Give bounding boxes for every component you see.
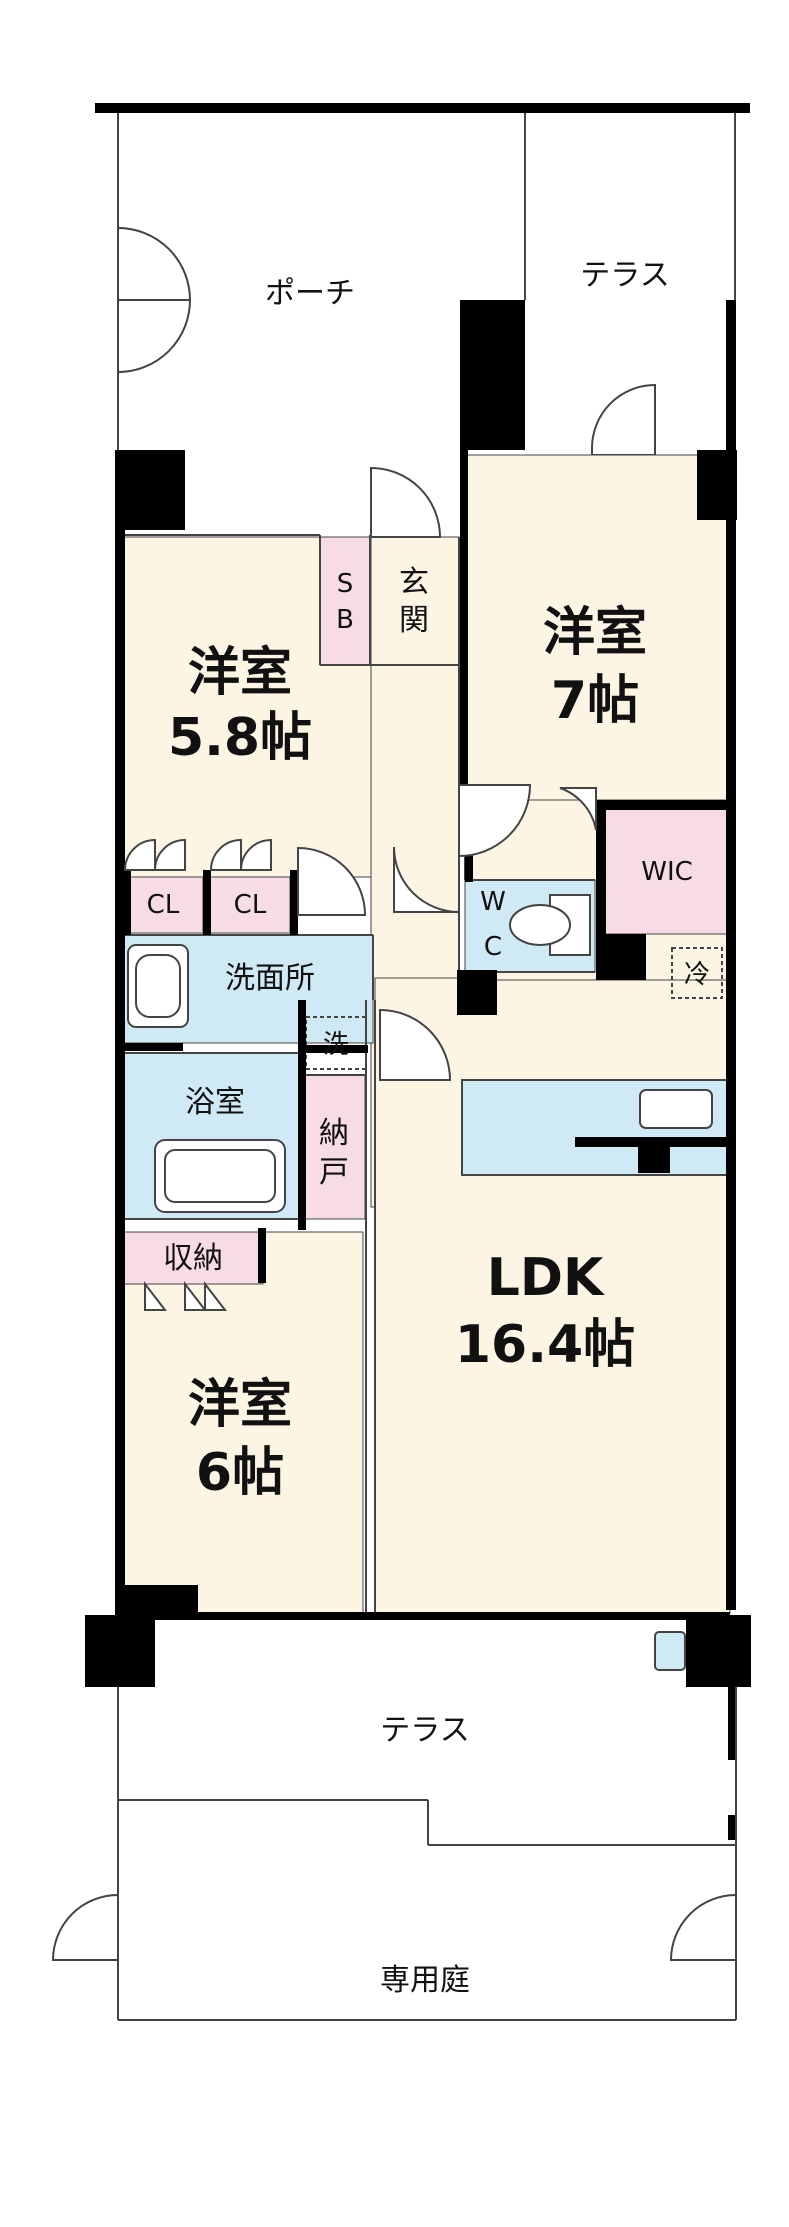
label-ldk-1: LDK bbox=[487, 1248, 605, 1308]
label-washroom: 洗面所 bbox=[225, 961, 315, 996]
label-bath: 浴室 bbox=[185, 1085, 245, 1120]
doors bbox=[51, 466, 737, 1961]
label-western-58-2: 5.8帖 bbox=[168, 708, 312, 768]
label-wc-1: W bbox=[480, 887, 506, 917]
walls bbox=[85, 300, 751, 1840]
label-terrace-bottom: テラス bbox=[380, 1713, 469, 1748]
label-entrance-2: 関 bbox=[399, 603, 429, 638]
label-western-58-1: 洋室 bbox=[188, 643, 292, 703]
label-fridge: 冷 bbox=[684, 960, 710, 990]
label-entrance-1: 玄 bbox=[399, 565, 429, 600]
label-cl-1: CL bbox=[147, 890, 180, 920]
label-sb-2: B bbox=[336, 605, 354, 635]
label-western-6-1: 洋室 bbox=[188, 1375, 292, 1435]
label-wc-2: C bbox=[484, 932, 502, 962]
label-nando-2: 戸 bbox=[319, 1155, 349, 1190]
label-terrace-top: テラス bbox=[580, 258, 669, 293]
label-cl-2: CL bbox=[234, 890, 267, 920]
label-sb-1: S bbox=[337, 569, 354, 599]
porch-area bbox=[95, 103, 750, 450]
label-storage: 収納 bbox=[163, 1241, 223, 1276]
label-ldk-2: 16.4帖 bbox=[455, 1315, 635, 1375]
label-nando-1: 納 bbox=[319, 1116, 349, 1151]
label-porch: ポーチ bbox=[265, 276, 355, 311]
fixtures bbox=[127, 894, 731, 1671]
room-fills bbox=[122, 454, 731, 1614]
terrace-garden bbox=[117, 1687, 737, 2021]
label-western-7-1: 洋室 bbox=[543, 603, 647, 663]
label-wic: WIC bbox=[641, 857, 693, 887]
label-western-6-2: 6帖 bbox=[196, 1443, 284, 1503]
label-western-7-2: 7帖 bbox=[551, 671, 639, 731]
labels: ポーチ テラス 洋室 5.8帖 洋室 7帖 S B 玄 関 CL CL WIC … bbox=[147, 258, 710, 1998]
label-washer: 洗 bbox=[323, 1030, 349, 1060]
terrace-top-area bbox=[591, 383, 656, 456]
label-garden: 専用庭 bbox=[380, 1963, 470, 1998]
